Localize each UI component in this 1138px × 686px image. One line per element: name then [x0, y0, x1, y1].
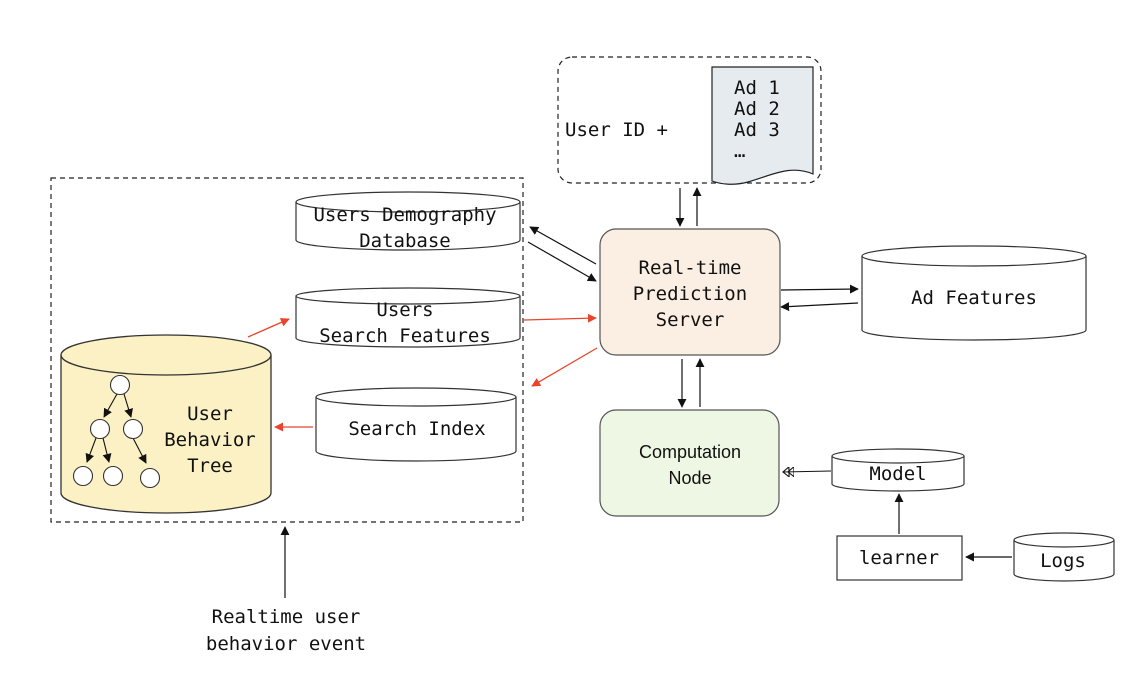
arrow-model-to-computation	[783, 471, 832, 472]
behavior-tree-label-1: User	[187, 403, 233, 425]
demography-database: Users Demography Database	[295, 191, 521, 252]
prediction-server: Real-time Prediction Server	[599, 228, 781, 356]
red-arrow-server-to-search-index	[531, 347, 598, 387]
server-label-3: Server	[656, 309, 725, 331]
search-index-database: Search Index	[315, 387, 517, 462]
behavior-tree-database: User Behavior Tree	[60, 334, 272, 514]
behavior-tree-label-3: Tree	[187, 455, 233, 477]
red-arrow-search-features-to-server	[523, 313, 597, 323]
request-prefix: User ID +	[565, 119, 668, 141]
search-features-label-1: Users	[376, 299, 433, 321]
search-features-label-2: Search Features	[319, 325, 491, 347]
user-storage-container	[50, 177, 524, 523]
arrow-server-to-adfeatures	[780, 284, 859, 294]
behavior-tree-label-2: Behavior	[164, 429, 256, 451]
ad-item: …	[734, 140, 745, 162]
ad-features-database: Ad Features	[861, 245, 1087, 341]
request-box: User ID + Ad 1 Ad 2 Ad 3 …	[557, 56, 822, 185]
ad-item: Ad 2	[734, 98, 780, 120]
ad-list-document: Ad 1 Ad 2 Ad 3 …	[711, 66, 814, 185]
computation-node: Computation Node	[599, 409, 780, 517]
model-label: Model	[869, 463, 926, 485]
ad-item: Ad 3	[734, 119, 780, 141]
tree-icon	[72, 374, 161, 489]
arrow-server-to-demography	[529, 226, 597, 265]
learner-box: learner	[836, 535, 963, 581]
red-arrow-tree-to-search-features	[247, 318, 290, 338]
model-database: Model	[831, 448, 965, 492]
event-label-1: Realtime user	[212, 606, 361, 628]
logs-database: Logs	[1013, 532, 1115, 582]
arrow-demography-to-server	[527, 241, 597, 282]
server-label-2: Prediction	[633, 283, 747, 305]
search-index-label: Search Index	[348, 418, 485, 440]
logs-label: Logs	[1040, 550, 1086, 572]
server-label-1: Real-time	[639, 257, 742, 279]
ad-features-label: Ad Features	[911, 287, 1037, 309]
computation-label-1: Computation	[639, 442, 741, 462]
learner-label: learner	[859, 547, 939, 569]
search-features-database: Users Search Features	[295, 287, 521, 348]
demography-label-1: Users Demography	[313, 204, 496, 226]
arrow-adfeatures-to-server	[780, 302, 859, 312]
demography-label-2: Database	[359, 230, 451, 252]
computation-label-2: Node	[668, 468, 711, 488]
ad-item: Ad 1	[734, 77, 780, 99]
event-label-2: behavior event	[206, 633, 366, 655]
